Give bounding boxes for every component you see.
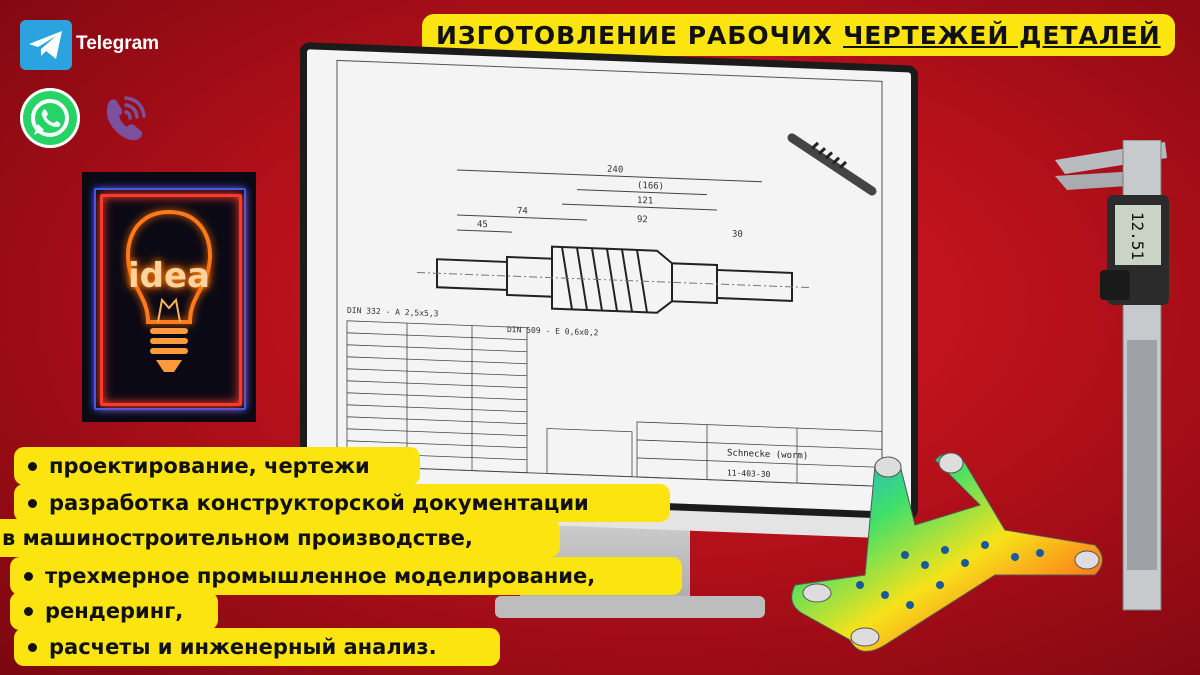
note-din2: DIN 509 - E 0,6x0,2 [507, 325, 599, 338]
whatsapp-icon[interactable] [20, 88, 80, 148]
title-block-name: Schnecke (worm) [727, 448, 808, 461]
viber-icon[interactable] [96, 90, 152, 146]
title-part2: ЧЕРТЕЖЕЙ ДЕТАЛЕЙ [843, 20, 1161, 50]
telegram-label[interactable]: Telegram [76, 33, 160, 54]
idea-image: idea [82, 172, 256, 422]
worm-shaft-icon [787, 133, 877, 196]
bullet-text: рендеринг, [45, 599, 184, 623]
bullet-text: расчеты и инженерный анализ. [49, 635, 437, 659]
bullet-text: проектирование, чертежи [49, 454, 370, 478]
bullet-item-2-continued: в машиностроительном производстве, [0, 519, 560, 557]
bullet-item-2: разработка конструкторской документации [14, 484, 670, 522]
monitor-screen: 240 (166) 121 74 45 92 30 DIN 332 - A 2,… [300, 42, 918, 520]
caliper-reading: 12.51 [1128, 212, 1147, 260]
telegram-icon[interactable] [20, 20, 72, 70]
bullet-item-3: трехмерное промышленное моделирование, [10, 557, 682, 595]
lightbulb-icon [126, 209, 212, 372]
bullet-dot [28, 461, 37, 471]
bullet-item-5: расчеты и инженерный анализ. [14, 628, 500, 666]
3d-part-render [765, 445, 1115, 665]
dim-166: (166) [637, 181, 664, 192]
dim-74: 74 [517, 206, 528, 216]
bullet-dot [24, 571, 33, 581]
page-title: ИЗГОТОВЛЕНИЕ РАБОЧИХ ЧЕРТЕЖЕЙ ДЕТАЛЕЙ [422, 14, 1175, 56]
dim-121: 121 [637, 196, 653, 207]
title-block [546, 421, 883, 487]
bullet-item-1: проектирование, чертежи [14, 447, 420, 485]
bullet-text: разработка конструкторской документации [49, 491, 589, 515]
title-part1: ИЗГОТОВЛЕНИЕ РАБОЧИХ [436, 20, 834, 50]
idea-text: idea [128, 256, 210, 296]
dim-92: 92 [637, 215, 648, 225]
bullet-dot [24, 606, 33, 616]
monitor-stand-base [495, 596, 765, 618]
bullet-text: в машиностроительном производстве, [2, 526, 473, 550]
neon-frame-inner [100, 194, 242, 406]
title-block-number: 11-403-30 [727, 468, 771, 479]
bullet-text: трехмерное промышленное моделирование, [45, 564, 596, 588]
parameter-table [346, 320, 528, 474]
bullet-dot [28, 498, 37, 508]
caliper-image: 12.51 [1045, 139, 1195, 620]
dim-30: 30 [732, 230, 743, 240]
dim-total: 240 [607, 165, 623, 176]
technical-drawing: 240 (166) 121 74 45 92 30 DIN 332 - A 2,… [336, 59, 883, 487]
bullet-dot [28, 642, 37, 652]
note-din1: DIN 332 - A 2,5x5,3 [347, 306, 439, 319]
bullet-item-4: рендеринг, [10, 592, 218, 630]
dim-45: 45 [477, 220, 488, 230]
neon-frame-outer [94, 188, 246, 410]
